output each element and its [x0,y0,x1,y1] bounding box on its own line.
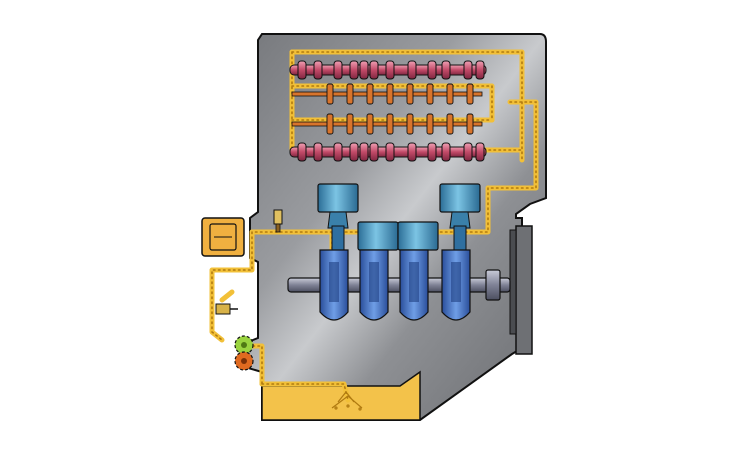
crank-throw [441,249,471,321]
crank-throws [319,249,471,321]
oil-filter-icon [201,217,245,257]
lifter-row [291,83,483,105]
crank-throw [399,249,429,321]
camshafts [289,60,487,162]
crank-throw [319,249,349,321]
pressure-relief-valve-icon [215,303,238,315]
crank-throw [359,249,389,321]
oil-pressure-sender-icon [273,209,283,233]
camshaft [289,142,487,162]
oil-pan [261,370,421,421]
oil-pump-gears-icon [234,335,254,371]
block-flange-right [515,225,533,355]
valve-lifters [291,83,483,135]
oil-pickup-strainer-icon [331,391,363,411]
block-flange-lip [509,229,517,335]
camshaft [289,60,487,80]
lifter-row [291,113,483,135]
